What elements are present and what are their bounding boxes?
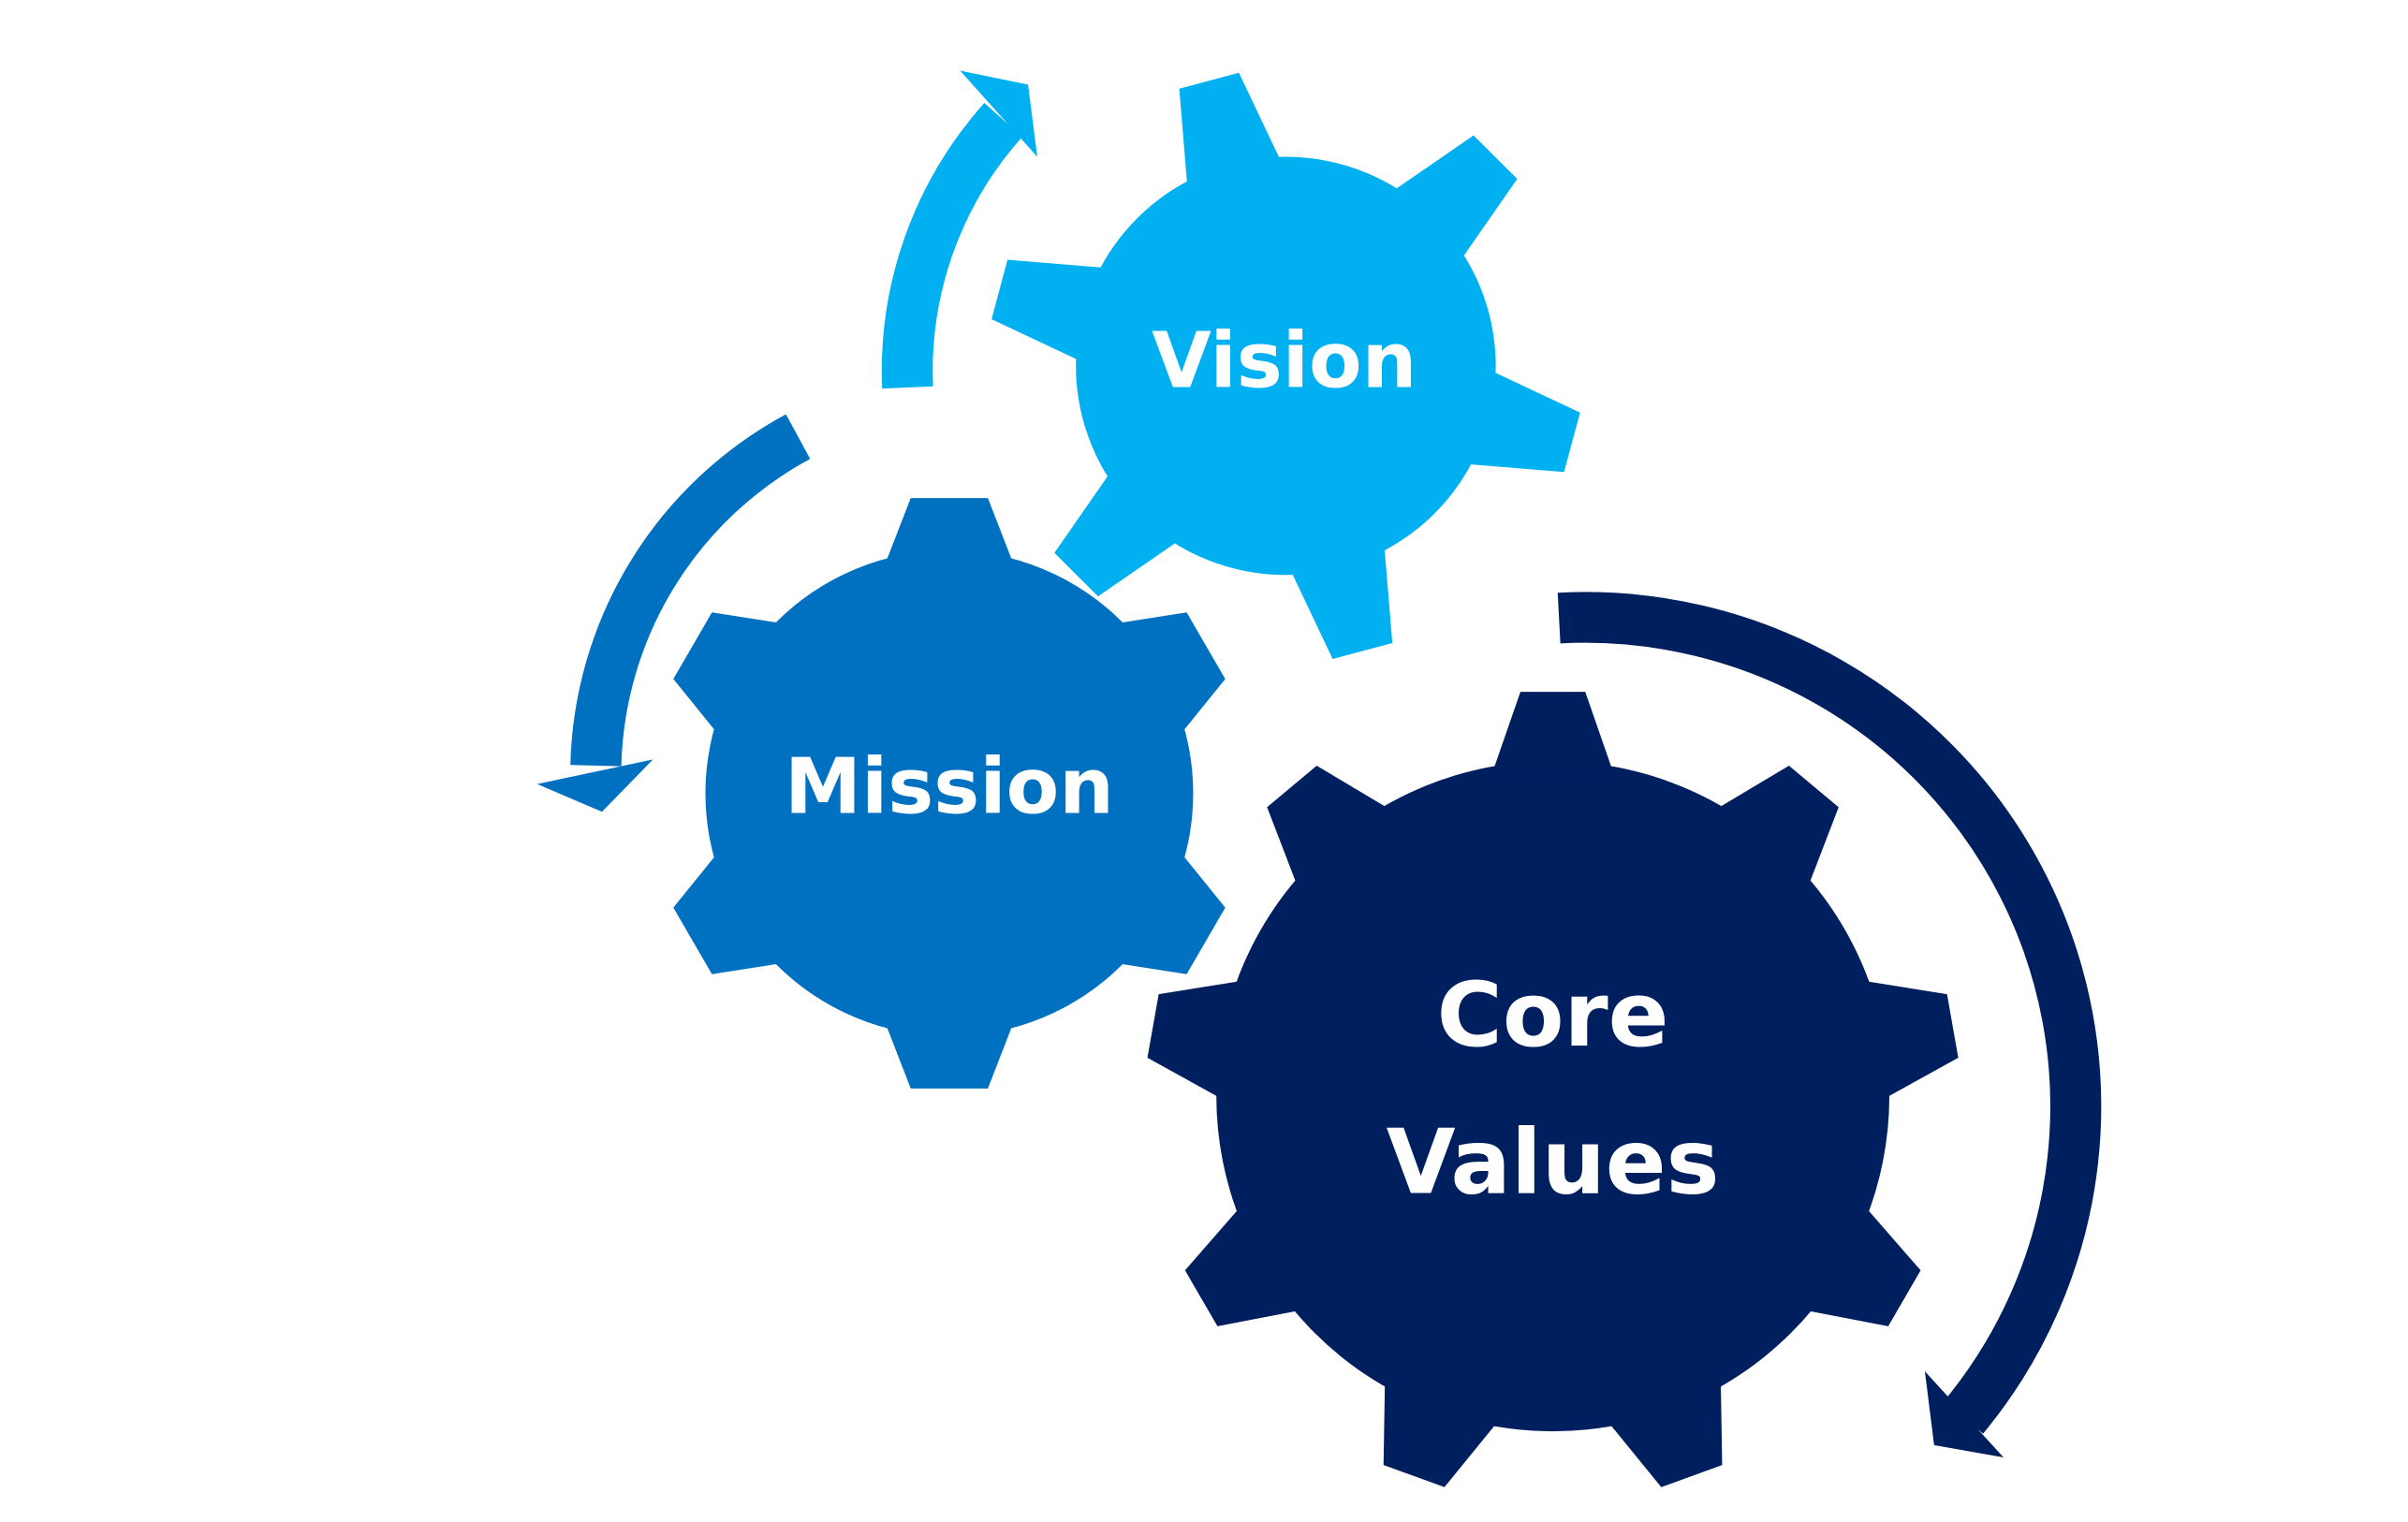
gear-tooth bbox=[1288, 540, 1393, 659]
gear-body bbox=[1076, 156, 1496, 576]
gear-tooth bbox=[884, 498, 1015, 566]
mission-gear bbox=[673, 498, 1226, 1089]
gear-tooth bbox=[1147, 980, 1248, 1102]
gear-tooth bbox=[1604, 1375, 1723, 1487]
gear-tooth bbox=[1267, 765, 1394, 891]
gear-body bbox=[1216, 761, 1890, 1432]
gear-tooth bbox=[1799, 1202, 1921, 1326]
gear-tooth bbox=[1461, 368, 1580, 473]
values-label: Values bbox=[1387, 1110, 1720, 1215]
gear-tooth bbox=[1114, 851, 1226, 974]
core-label: Core bbox=[1437, 962, 1669, 1067]
core-values-cycle-arrow bbox=[1557, 592, 2102, 1458]
gear-tooth bbox=[1054, 468, 1183, 597]
mission-label: Mission bbox=[785, 742, 1114, 831]
gear-tooth bbox=[673, 612, 785, 736]
gear-tooth bbox=[991, 259, 1111, 364]
core-values-gear bbox=[1147, 692, 1959, 1487]
mission-cycle-arrow bbox=[536, 414, 811, 812]
vision-cycle-arrow bbox=[881, 70, 1037, 389]
gear-tooth bbox=[1383, 1375, 1502, 1487]
gear-tooth bbox=[1184, 1202, 1306, 1326]
vision-label: Vision bbox=[1152, 316, 1417, 405]
gear-tooth bbox=[1490, 692, 1615, 777]
gear-tooth bbox=[1179, 72, 1284, 192]
gear-tooth bbox=[884, 1020, 1015, 1089]
vision-gear bbox=[991, 72, 1580, 659]
gear-tooth bbox=[1857, 980, 1959, 1102]
gear-body bbox=[705, 549, 1194, 1036]
gear-tooth bbox=[673, 851, 785, 974]
gear-tooth bbox=[1114, 612, 1226, 736]
gear-tooth bbox=[1388, 135, 1518, 264]
gear-tooth bbox=[1711, 765, 1839, 891]
